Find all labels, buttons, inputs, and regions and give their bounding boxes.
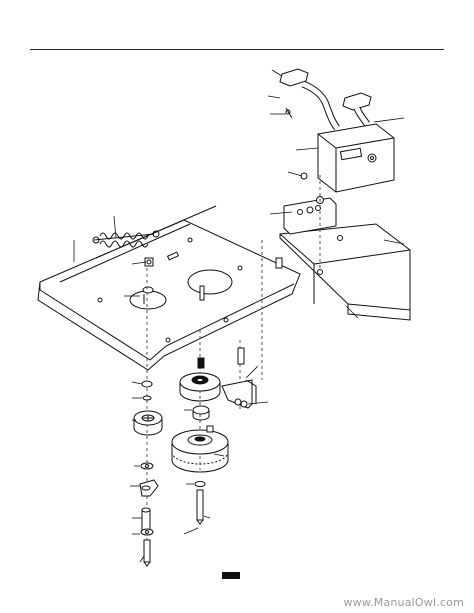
heat-shield (279, 223, 411, 321)
idler-arm (139, 479, 159, 497)
plate-bolts (197, 257, 283, 369)
plate-hardware (142, 257, 205, 301)
angle-bracket (221, 379, 257, 409)
watermark: www.ManualOwl.com (343, 596, 464, 609)
exhaust-pipe (279, 68, 372, 131)
pto-clutch (171, 425, 229, 473)
callout-leaders (73, 69, 405, 563)
page-number-tab (222, 572, 240, 579)
clutch-hardware (194, 481, 206, 525)
engine-pulley (179, 372, 221, 402)
lower-washer (140, 528, 154, 536)
pulley-spacer (192, 405, 210, 421)
muffler (317, 123, 395, 193)
arm-bushing (141, 507, 151, 531)
idler-bolt (143, 539, 151, 567)
idler-pulley (133, 410, 163, 436)
muffler-bracket (283, 172, 337, 235)
deck-plate (37, 205, 301, 371)
torsion-spring (92, 230, 160, 248)
header-rule (30, 49, 444, 50)
